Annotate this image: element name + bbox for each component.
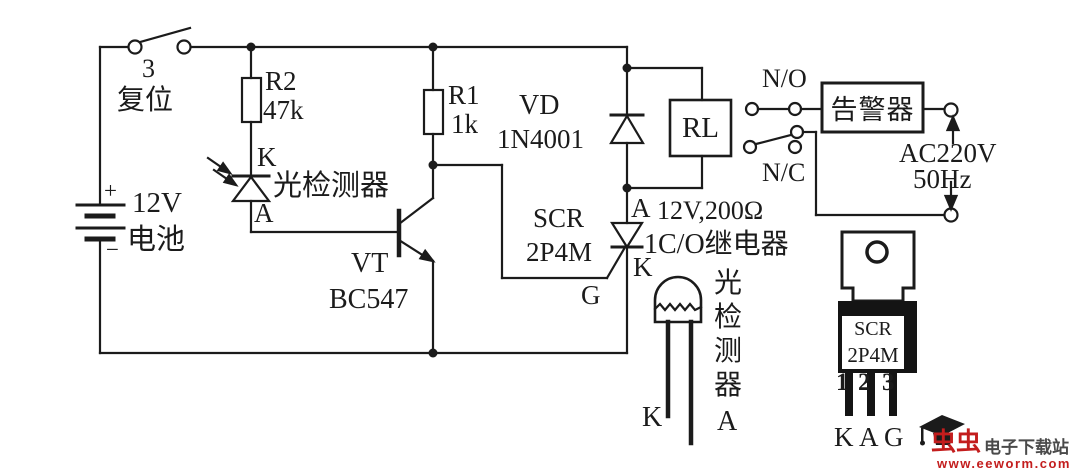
scr-anode-label: A — [631, 193, 651, 223]
switch-number: 3 — [142, 54, 155, 83]
scr-package-pin-1: 1 — [836, 369, 849, 396]
gate-wire — [431, 163, 626, 280]
photodiode-label: 光检测器 — [273, 170, 390, 202]
watermark-url: www.eeworm.com — [937, 456, 1071, 471]
relay-nc-label: N/C — [762, 158, 806, 187]
scr-gate-label: G — [581, 280, 601, 310]
scr-package-lead-g: G — [884, 422, 904, 452]
scr-package-lead-k: K — [834, 422, 854, 452]
scr-package-lead-a: A — [859, 422, 879, 452]
scr-package-line2: 2P4M — [847, 342, 899, 367]
reset-switch-symbol — [127, 26, 192, 55]
transistor-symbol — [396, 163, 436, 355]
transistor-name: VT — [351, 248, 389, 279]
alarm-box — [820, 81, 946, 134]
diode-name: VD — [519, 90, 560, 121]
junction-dots — [246, 42, 632, 358]
battery-plus-label: + — [104, 178, 117, 203]
battery-voltage: 12V — [132, 187, 182, 219]
relay-spec: 12V,200Ω — [657, 196, 764, 225]
photodiode-symbol — [206, 156, 399, 234]
photodiode-cathode-label: K — [257, 142, 277, 172]
ac-terminals — [943, 102, 961, 223]
scr-package-drawing — [838, 230, 917, 416]
scr-package-pin-2: 2 — [858, 369, 871, 396]
scr-symbol — [610, 186, 644, 355]
r2-value: 47k — [263, 95, 304, 125]
r1-value: 1k — [451, 109, 478, 139]
scr-package-pin-3: 3 — [882, 369, 895, 396]
photodiode-anode-label: A — [254, 198, 274, 228]
scr-package-line1: SCR — [854, 318, 892, 340]
battery-symbol — [75, 203, 126, 242]
watermark-brand: 虫虫 — [931, 428, 982, 456]
relay-contacts — [742, 101, 946, 217]
battery-minus-label: − — [106, 237, 119, 262]
r2-name: R2 — [265, 66, 297, 96]
r2-symbol — [240, 45, 263, 178]
relay-coil-label: RL — [681, 111, 720, 144]
power-rails — [98, 45, 629, 355]
mains-frequency: 50Hz — [913, 164, 972, 194]
alarm-label: 告警器 — [830, 95, 915, 125]
detector-package-label: 光检测器 — [713, 268, 742, 401]
scr-name: SCR — [533, 203, 585, 233]
r1-name: R1 — [448, 80, 480, 110]
transistor-value: BC547 — [329, 284, 409, 315]
mains-voltage: AC220V — [899, 138, 997, 168]
scr-value: 2P4M — [526, 237, 593, 267]
r1-symbol — [422, 45, 445, 167]
switch-label: 复位 — [117, 85, 174, 116]
battery-label: 电池 — [127, 224, 186, 256]
detector-package-drawing — [653, 275, 703, 446]
diode-value: 1N4001 — [497, 124, 584, 154]
relay-no-label: N/O — [762, 64, 807, 93]
detector-anode-label: A — [717, 406, 738, 437]
graduation-cap-icon — [919, 415, 965, 446]
scr-cathode-label: K — [633, 252, 653, 282]
vd-diode-symbol — [609, 45, 645, 190]
relay-coil-box — [625, 66, 733, 190]
relay-type: 1C/O继电器 — [644, 229, 789, 260]
watermark-site: 电子下载站 — [984, 438, 1069, 457]
detector-cathode-label: K — [642, 402, 663, 433]
